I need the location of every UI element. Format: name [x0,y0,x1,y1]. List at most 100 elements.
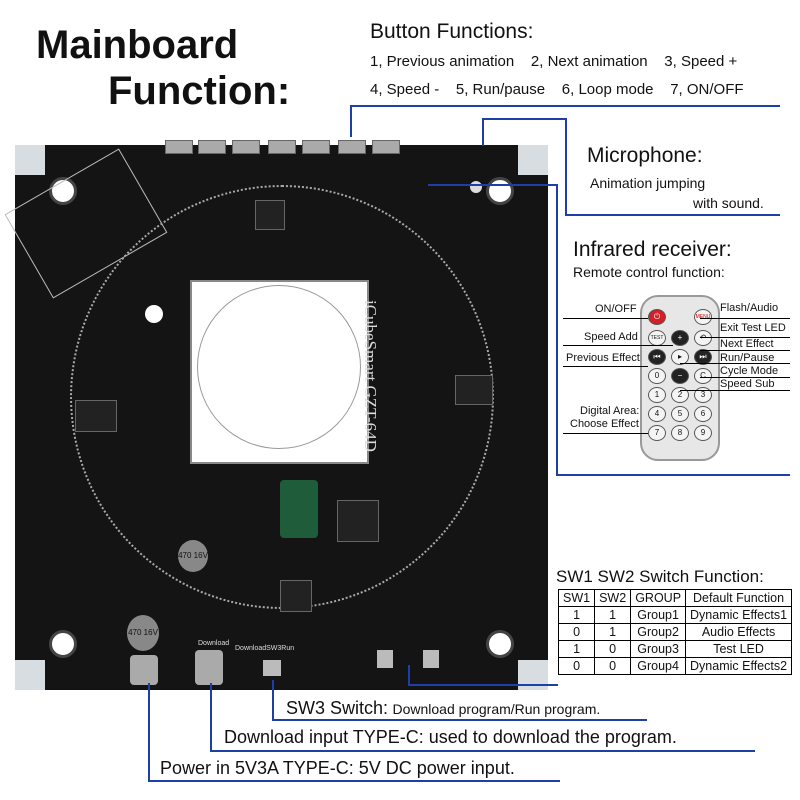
microphone-line2: with sound. [693,195,764,211]
usb-c-power-port[interactable] [130,655,158,685]
sw3-callout: SW3 Switch: Download program/Run program… [286,698,600,719]
title-line2: Function: [108,69,291,113]
board-button-4[interactable] [268,140,296,154]
label-on-off: ON/OFF [595,303,637,315]
chip [455,375,493,405]
digit-key: 1 [648,387,666,403]
board-button-2[interactable] [198,140,226,154]
board-button-3[interactable] [232,140,260,154]
label-speed-add: Speed Add [584,331,638,343]
corner-pad [518,145,548,175]
cell: Group2 [630,623,687,641]
cell: Dynamic Effects1 [685,606,793,624]
board-button-1[interactable] [165,140,193,154]
pointer-line [563,366,648,367]
label-flash-audio: Flash/Audio [720,302,779,314]
mount-hole [486,630,514,658]
digit-key: 3 [694,387,712,403]
pointer-line [563,433,648,434]
label-choose-effect: Choose Effect [570,418,639,430]
digit-key: 9 [694,425,712,441]
callout-line [272,719,647,721]
menu-key: MENU [694,309,712,325]
button-functions-line1: 1, Previous animation 2, Next animation … [370,53,738,70]
pointer-line [680,363,790,364]
power-in-callout: Power in 5V3A TYPE-C: 5V DC power input. [160,758,515,778]
capacitor [280,480,318,538]
cell: 1 [594,623,632,641]
pointer-line [700,318,790,319]
callout-line [148,780,560,782]
callout-line [408,665,410,685]
sw1-switch[interactable] [377,650,393,668]
column-header: GROUP [630,589,687,607]
pointer-line [563,345,673,346]
download-input-callout: Download input TYPE-C: used to download … [224,727,677,747]
pointer-line [700,350,790,351]
callout-line [408,684,558,686]
mount-hole [486,177,514,205]
prev-key-icon: ⏮ [648,349,666,365]
mount-hole [49,630,77,658]
cell: 1 [557,640,596,658]
chip [255,200,285,230]
mcu-chip [337,500,379,542]
chip [75,400,117,432]
title-line1: Mainboard [36,23,239,67]
sw3-label: SW3 Switch: [286,698,389,718]
download-silk: Download [198,640,230,647]
callout-line [556,184,558,476]
pointer-line [563,318,648,319]
mount-hole [49,177,77,205]
table-header-row: SW1 SW2 GROUP Default Function [557,589,793,607]
microphone-component [470,181,482,193]
digit-key: 5 [671,406,689,422]
board-button-7[interactable] [372,140,400,154]
board-button-5[interactable] [302,140,330,154]
cell: Audio Effects [685,623,793,641]
board-silkscreen: iCubeSmart GZT-64D [361,300,380,452]
digit-key: 6 [694,406,712,422]
callout-line [482,118,484,146]
digit-key: 0 [648,368,666,384]
pointer-line [700,337,790,338]
sw3-switch[interactable] [263,660,281,676]
label-speed-sub: Speed Sub [720,378,775,390]
infrared-heading: Infrared receiver: [573,238,732,261]
cell: 0 [557,657,596,675]
run-silk: DownloadSW3Run [235,645,295,652]
callout-line [210,750,755,752]
cell: Group1 [630,606,687,624]
c-key: C [694,368,712,384]
cell: 0 [594,657,632,675]
column-header: SW2 [594,589,632,607]
callout-line [272,680,274,720]
corner-pad [15,660,45,690]
callout-line [556,474,790,476]
callout-line [210,683,212,751]
chip [280,580,312,612]
switch-table-heading: SW1 SW2 Switch Function: [556,567,764,586]
sw2-switch[interactable] [423,650,439,668]
center-circle [197,285,361,449]
label-exit-test-led: Exit Test LED [720,322,786,334]
test-key: TEST [648,330,666,346]
label-cycle-mode: Cycle Mode [720,365,779,377]
digit-key: 2 [671,387,689,403]
label-previous-effect: Previous Effect [566,352,640,364]
callout-line [350,105,352,137]
usb-c-download-port[interactable] [195,650,223,685]
cell: Group4 [630,657,687,675]
cell: 1 [594,606,632,624]
label-next-effect: Next Effect [720,338,774,350]
plus-key: + [671,330,689,346]
sw3-desc: Download program/Run program. [392,701,601,717]
button-functions-heading: Button Functions: [370,20,534,43]
column-header: SW1 [557,589,596,607]
board-button-6[interactable] [338,140,366,154]
callout-line [428,184,558,186]
digit-key: 8 [671,425,689,441]
